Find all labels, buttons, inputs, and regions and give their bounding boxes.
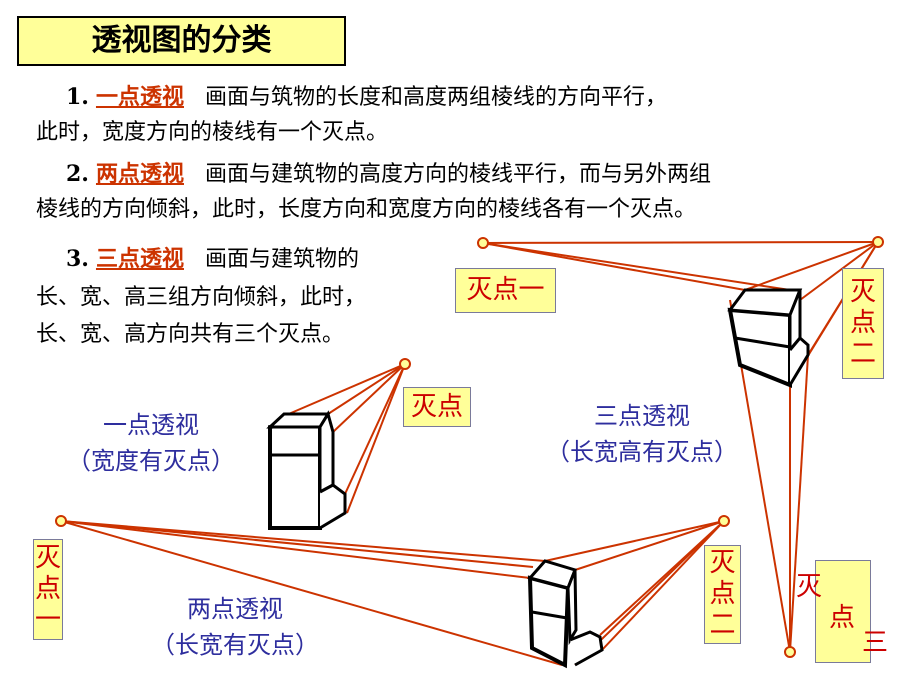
item-1-number: 1. [66, 84, 89, 110]
three-point-vp-2-char-1: 灭 [849, 277, 876, 307]
three-point-vp-2 [872, 236, 884, 248]
three-point-vp-1 [477, 237, 489, 249]
two-point-step [569, 630, 604, 667]
three-point-top-face [727, 288, 803, 317]
two-point-left-vp-char-1: 灭 [34, 543, 61, 573]
two-point-vanishing-lines [60, 520, 725, 666]
one-point-side-face [318, 410, 335, 495]
one-point-step [319, 483, 347, 530]
item-3-number: 3. [66, 246, 89, 272]
three-point-caption-title: 三点透视 [594, 402, 690, 430]
two-point-caption: 两点透视 （长宽有灭点） [140, 591, 330, 663]
one-point-vanishing-point [399, 358, 411, 370]
item-3-line-1: 3. 三点透视 画面与建筑物的 [66, 242, 359, 277]
item-2-text-1: 画面与建筑物的高度方向的棱线平行，而与另外两组 [204, 162, 711, 187]
three-point-vp-2-char-2: 点 [849, 308, 876, 338]
two-point-side-face [566, 569, 578, 646]
three-point-vp-2-label: 灭 点 二 [842, 268, 884, 379]
two-point-left-vp [55, 515, 67, 527]
three-point-caption-sub: （长宽高有灭点） [546, 438, 738, 466]
one-point-diagram [266, 358, 411, 530]
two-point-left-vp-char-2: 点 [34, 574, 61, 604]
one-point-caption-title: 一点透视 [103, 411, 199, 439]
two-point-right-vp-char-1: 灭 [709, 548, 736, 578]
one-point-front-face [268, 415, 322, 530]
one-point-vp-label: 灭点 [403, 387, 471, 427]
item-3-term: 三点透视 [95, 246, 184, 272]
item-2-term: 两点透视 [95, 161, 184, 187]
item-3-text-2: 长、宽、高三组方向倾斜，此时， [36, 285, 367, 310]
three-point-diagram [477, 236, 884, 658]
item-3-text-3: 长、宽、高方向共有三个灭点。 [36, 322, 345, 347]
two-point-right-vp-char-3: 二 [709, 610, 736, 640]
two-point-caption-sub: （长宽有灭点） [151, 631, 319, 659]
two-point-right-vp-char-2: 点 [709, 579, 736, 609]
item-2-text-2: 棱线的方向倾斜，此时，长度方向和宽度方向的棱线各有一个灭点。 [36, 197, 697, 222]
three-point-front-face [727, 307, 792, 388]
one-point-vanishing-lines [283, 363, 406, 514]
three-point-vp-3-char-1: 灭 [796, 572, 823, 602]
three-point-vp-3-box [815, 560, 871, 663]
three-point-step [788, 335, 810, 386]
item-1-term: 一点透视 [95, 84, 184, 110]
item-2-line-1: 2. 两点透视 画面与建筑物的高度方向的棱线平行，而与另外两组 [66, 157, 711, 192]
item-1-line-1: 1. 一点透视 画面与筑物的长度和高度两组棱线的方向平行， [66, 80, 667, 115]
three-point-vp-3 [784, 646, 796, 658]
one-point-caption-sub: （宽度有灭点） [67, 447, 235, 475]
two-point-right-vp [718, 515, 730, 527]
item-2-number: 2. [66, 161, 89, 187]
two-point-right-vp-label: 灭 点 二 [704, 545, 741, 644]
item-1-text-2: 此时，宽度方向的棱线有一个灭点。 [36, 120, 389, 145]
three-point-edge [734, 336, 791, 349]
three-point-vp-3-char-2: 点 [829, 603, 856, 633]
three-point-vp-1-label: 灭点一 [455, 268, 556, 313]
item-3-text-1: 画面与建筑物的 [204, 247, 359, 272]
page-title: 透视图的分类 [17, 16, 346, 66]
two-point-front-face [527, 575, 571, 669]
two-point-edge [531, 610, 568, 620]
one-point-caption: 一点透视 （宽度有灭点） [56, 407, 246, 479]
three-point-vp-3-char-3: 三 [862, 628, 889, 658]
two-point-caption-title: 两点透视 [187, 595, 283, 623]
one-point-top-face [266, 412, 331, 429]
two-point-left-vp-char-3: 一 [34, 605, 61, 635]
item-1-text-1: 画面与筑物的长度和高度两组棱线的方向平行， [204, 85, 667, 110]
three-point-vp-2-char-3: 二 [849, 339, 876, 369]
two-point-diagram [55, 515, 730, 669]
two-point-left-vp-label: 灭 点 一 [33, 539, 63, 640]
three-point-vanishing-lines [482, 241, 879, 653]
three-point-caption: 三点透视 （长宽高有灭点） [525, 398, 759, 470]
